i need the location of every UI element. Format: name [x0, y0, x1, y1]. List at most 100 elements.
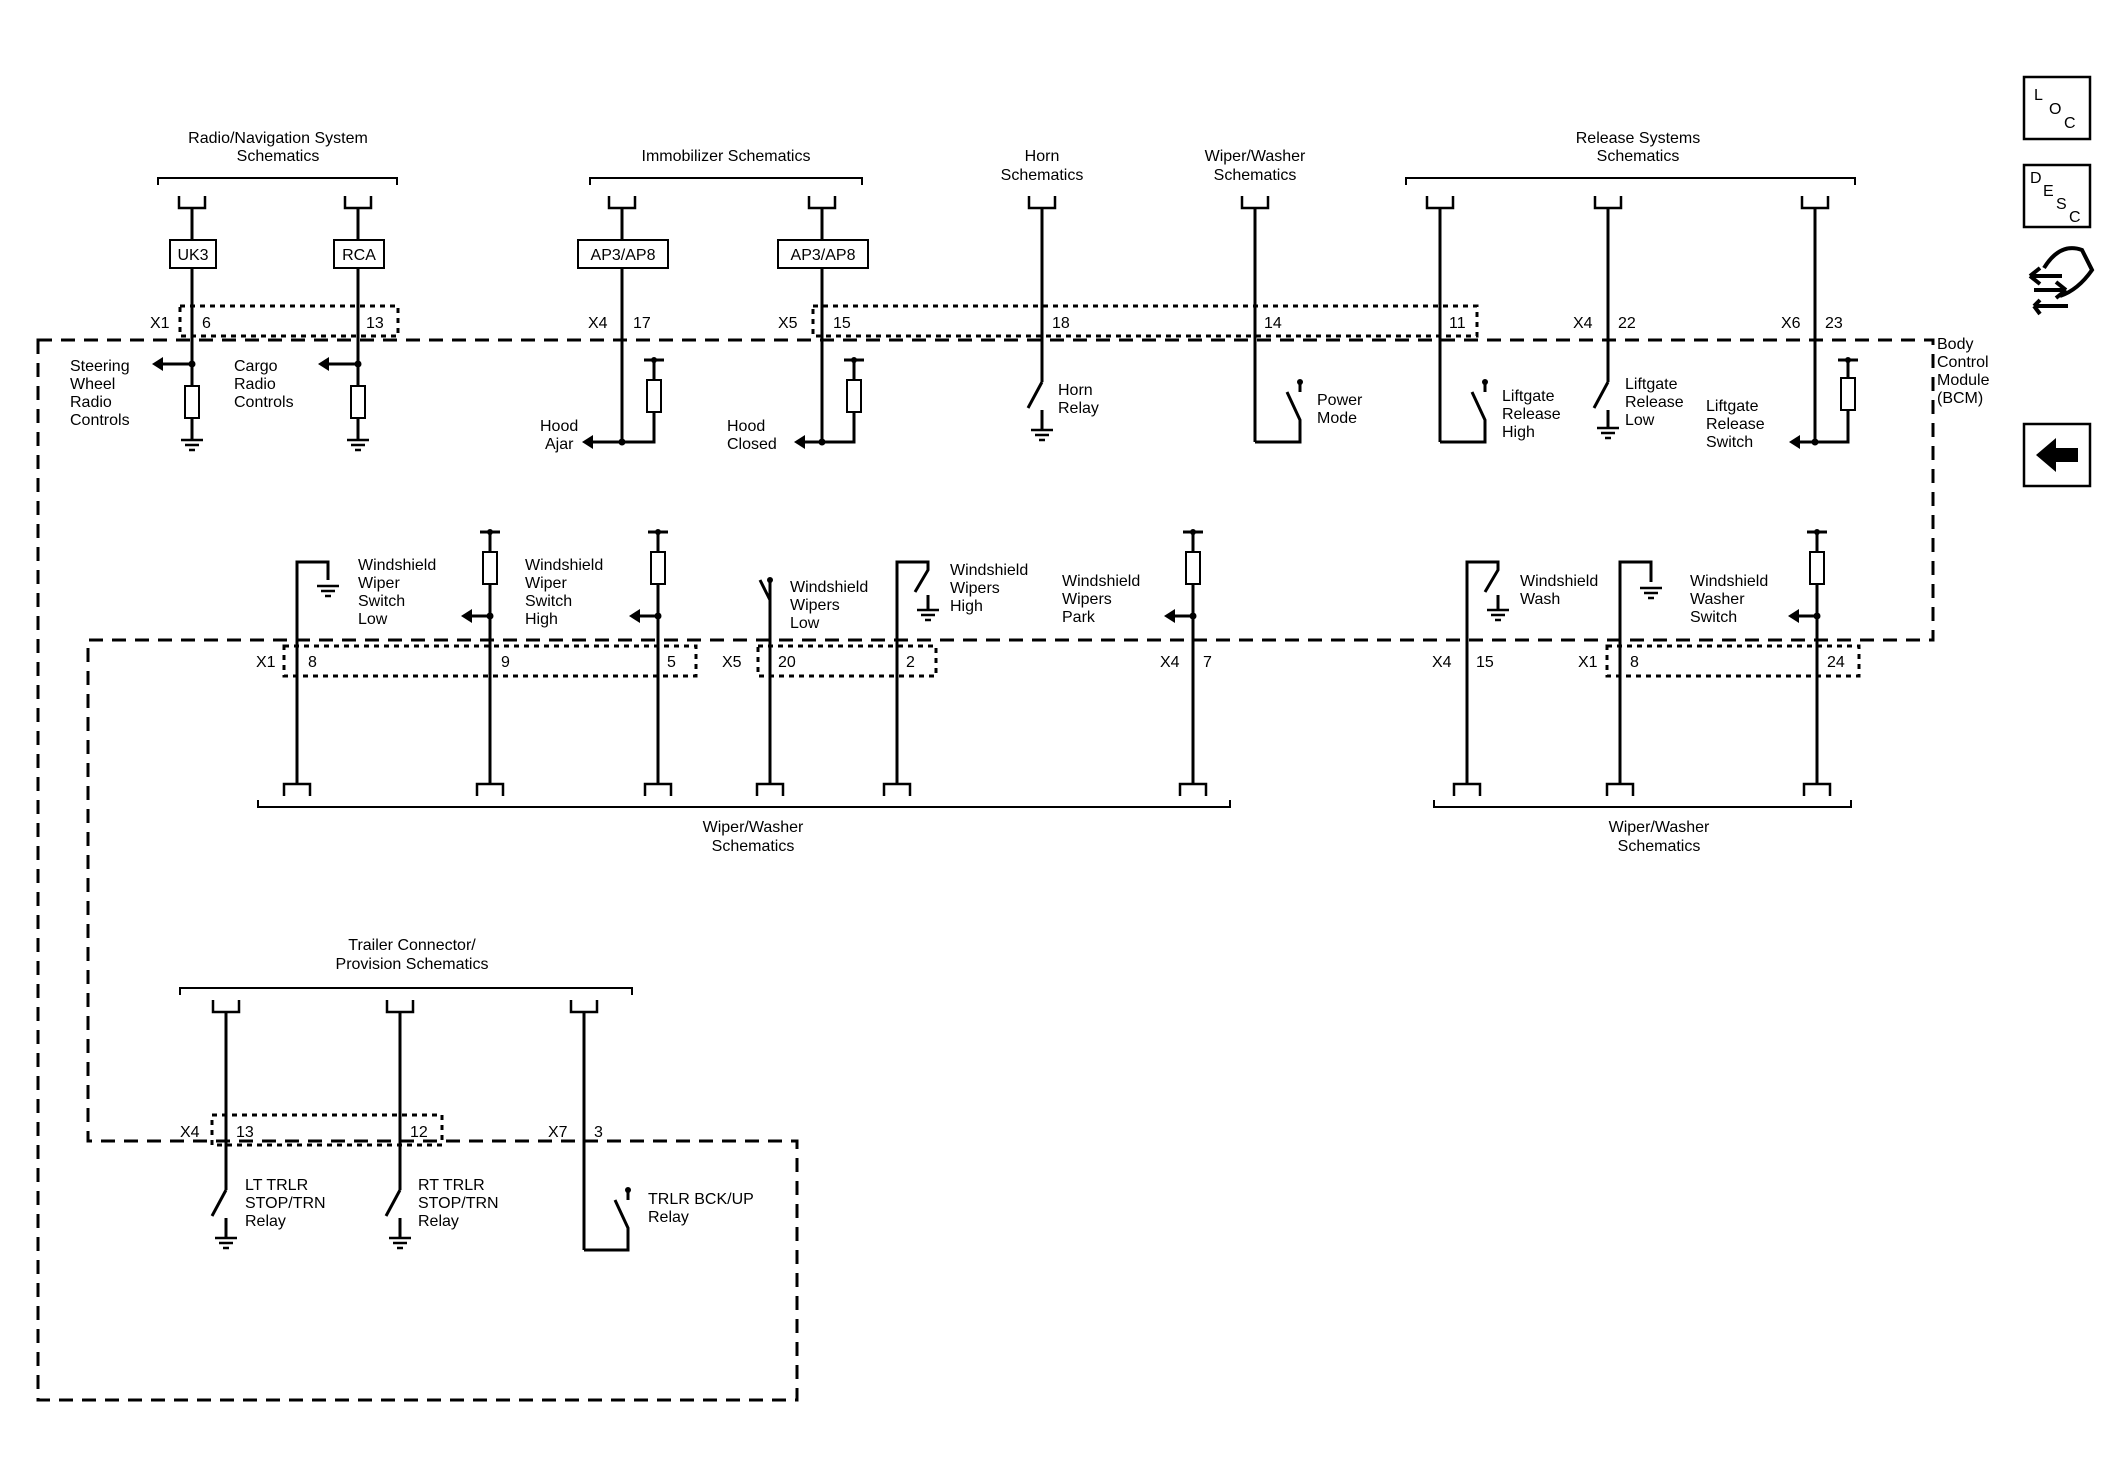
immobilizer-header: Immobilizer Schematics	[642, 148, 811, 165]
desc-button[interactable]: D E S C	[2022, 163, 2092, 229]
bcm-outline	[36, 338, 1935, 1402]
desc-letter-e: E	[2043, 183, 2054, 200]
liftgate-high-label-3: High	[1502, 424, 1535, 441]
connector-x6: X6	[1781, 315, 1801, 332]
cargo-radio-label: Cargo	[234, 358, 278, 375]
liftgate-switch-label-2: Release	[1706, 416, 1765, 433]
desc-letter-d: D	[2030, 170, 2042, 187]
wiper-washer-footer-2: Wiper/Washer	[1609, 819, 1710, 836]
wipers-park-label-2: Wipers	[1062, 591, 1112, 608]
connector-x4-release: X4	[1573, 315, 1593, 332]
liftgate-switch-label: Liftgate	[1706, 398, 1759, 415]
pin-8: 8	[308, 654, 317, 671]
horn-header-2: Schematics	[1001, 167, 1084, 184]
release-header: Release Systems	[1576, 130, 1701, 147]
steering-wheel-label-2: Wheel	[70, 376, 115, 393]
pin-11: 11	[1449, 315, 1466, 332]
pin-14: 14	[1264, 315, 1282, 332]
horn-relay-label: Horn	[1058, 382, 1093, 399]
pin-2: 2	[906, 654, 915, 671]
back-button[interactable]	[2022, 422, 2092, 488]
pin-8-wash: 8	[1630, 654, 1639, 671]
ws-switch-low-label-3: Switch	[358, 593, 405, 610]
ws-switch-high-label-4: High	[525, 611, 558, 628]
power-mode-label-2: Mode	[1317, 410, 1357, 427]
pin-5: 5	[667, 654, 676, 671]
washer-switch-label-3: Switch	[1690, 609, 1737, 626]
connector-x4-mid: X4	[1160, 654, 1180, 671]
ws-switch-low-label: Windshield	[358, 557, 436, 574]
rt-trlr-label-3: Relay	[418, 1213, 459, 1230]
trlr-bck-label: TRLR BCK/UP	[648, 1191, 754, 1208]
rt-trlr-label-2: STOP/TRN	[418, 1195, 499, 1212]
option-ap3-ap8-2: AP3/AP8	[791, 247, 856, 264]
pin-22: 22	[1618, 315, 1636, 332]
radio-nav-header: Radio/Navigation System	[188, 130, 368, 147]
lt-trlr-label: LT TRLR	[245, 1177, 308, 1194]
trailer-header-2: Provision Schematics	[336, 956, 489, 973]
ws-switch-high-label-2: Wiper	[525, 575, 567, 592]
loc-button[interactable]: L O C	[2022, 75, 2092, 141]
connector-x7: X7	[548, 1124, 568, 1141]
desc-letter-c: C	[2069, 209, 2081, 226]
pin-17: 17	[633, 315, 651, 332]
release-header-2: Schematics	[1597, 148, 1680, 165]
connector-x4-wash: X4	[1432, 654, 1452, 671]
bcm-label-2: Control	[1937, 354, 1989, 371]
power-mode-label: Power	[1317, 392, 1363, 409]
pin-13-trailer: 13	[236, 1124, 254, 1141]
pin-24: 24	[1827, 654, 1845, 671]
bcm-label-3: Module	[1937, 372, 1990, 389]
steering-wheel-label: Steering	[70, 358, 130, 375]
wiper-top-header: Wiper/Washer	[1205, 148, 1306, 165]
pin-7: 7	[1203, 654, 1212, 671]
connector-x5: X5	[778, 315, 798, 332]
trlr-bck-label-2: Relay	[648, 1209, 689, 1226]
wiper-washer-footer-1: Wiper/Washer	[703, 819, 804, 836]
lt-trlr-label-3: Relay	[245, 1213, 286, 1230]
loc-letter-c: C	[2064, 115, 2076, 132]
washer-switch-label: Windshield	[1690, 573, 1768, 590]
hood-closed-label-2: Closed	[727, 436, 777, 453]
wipers-high-label-3: High	[950, 598, 983, 615]
ws-switch-low-label-4: Low	[358, 611, 388, 628]
wipers-low-label-3: Low	[790, 615, 820, 632]
pin-13: 13	[366, 315, 384, 332]
connector-x1: X1	[150, 315, 170, 332]
connector-x4: X4	[588, 315, 608, 332]
pin-15: 15	[833, 315, 851, 332]
wipers-high-label-2: Wipers	[950, 580, 1000, 597]
wipers-low-label: Windshield	[790, 579, 868, 596]
loc-letter-o: O	[2049, 101, 2061, 118]
hood-closed-label: Hood	[727, 418, 765, 435]
liftgate-high-label-2: Release	[1502, 406, 1561, 423]
connector-x1-mid: X1	[256, 654, 276, 671]
option-ap3-ap8-1: AP3/AP8	[591, 247, 656, 264]
radio-nav-header-2: Schematics	[237, 148, 320, 165]
wiper-washer-footer-2-2: Schematics	[1618, 838, 1701, 855]
horn-relay-label-2: Relay	[1058, 400, 1099, 417]
ws-switch-high-label-3: Switch	[525, 593, 572, 610]
liftgate-low-label-3: Low	[1625, 412, 1655, 429]
pin-3: 3	[594, 1124, 603, 1141]
pin-15-wash: 15	[1476, 654, 1494, 671]
wipers-park-label: Windshield	[1062, 573, 1140, 590]
liftgate-low-label-2: Release	[1625, 394, 1684, 411]
cargo-radio-label-2: Radio	[234, 376, 276, 393]
loc-letter-l: L	[2034, 87, 2043, 104]
ws-switch-low-label-2: Wiper	[358, 575, 400, 592]
connector-arrows-icon[interactable]	[2028, 246, 2095, 316]
bcm-label: Body	[1937, 336, 1973, 353]
ws-wash-label-2: Wash	[1520, 591, 1560, 608]
pin-20: 20	[778, 654, 796, 671]
desc-letter-s: S	[2056, 196, 2067, 213]
trailer-header: Trailer Connector/	[348, 937, 476, 954]
ws-wash-label: Windshield	[1520, 573, 1598, 590]
rt-trlr-label: RT TRLR	[418, 1177, 485, 1194]
ws-switch-high-label: Windshield	[525, 557, 603, 574]
option-rca: RCA	[342, 247, 376, 264]
washer-switch-label-2: Washer	[1690, 591, 1745, 608]
option-uk3: UK3	[177, 247, 208, 264]
back-arrow-icon	[2036, 438, 2078, 472]
